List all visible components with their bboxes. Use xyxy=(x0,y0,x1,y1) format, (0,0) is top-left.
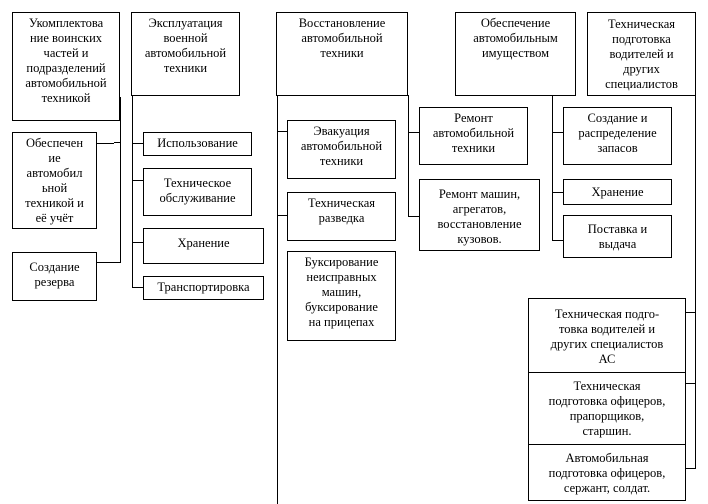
connector xyxy=(96,143,114,144)
box-operation: Эксплуатация военной автомобильной техни… xyxy=(131,12,240,96)
box-driver-training: Техническая подго- товка водителей и дру… xyxy=(528,298,686,373)
box-officer-tech-training: Техническая подготовка офицеров, прапорщ… xyxy=(528,372,686,445)
connector xyxy=(685,468,695,469)
connector xyxy=(96,262,121,263)
box-usage: Использование xyxy=(143,132,252,156)
box-property-storage: Хранение xyxy=(563,179,672,205)
box-staffing: Укомплектова ние воинских частей и подра… xyxy=(12,12,120,121)
box-training: Техническая подготовка водителей и други… xyxy=(587,12,696,96)
connector xyxy=(132,287,143,288)
connector xyxy=(408,132,419,133)
connector xyxy=(120,97,121,263)
connector xyxy=(695,95,696,469)
connector xyxy=(132,242,143,243)
box-stock-creation: Создание и распределение запасов xyxy=(563,107,672,165)
connector xyxy=(132,143,143,144)
box-automotive-training: Автомобильная подготовка офицеров, сержа… xyxy=(528,444,686,501)
connector xyxy=(685,383,695,384)
box-vehicle-repair: Ремонт автомобильной техники xyxy=(419,107,528,165)
connector xyxy=(277,95,278,504)
connector xyxy=(277,131,287,132)
connector xyxy=(552,240,563,241)
connector xyxy=(408,216,419,217)
box-storage: Хранение xyxy=(143,228,264,264)
connector xyxy=(132,95,133,288)
connector xyxy=(114,142,121,143)
connector xyxy=(552,192,563,193)
box-delivery: Поставка и выдача xyxy=(563,215,672,258)
connector xyxy=(408,95,409,217)
box-reserve: Создание резерва xyxy=(12,252,97,301)
connector xyxy=(132,180,143,181)
box-tech-reconnaissance: Техническая разведка xyxy=(287,192,396,241)
box-restoration: Восстановление автомобильной техники xyxy=(276,12,408,96)
box-transport: Транспортировка xyxy=(143,276,264,300)
connector xyxy=(685,312,695,313)
box-evacuation: Эвакуация автомобильной техники xyxy=(287,120,396,179)
box-towing: Буксирование неисправных машин, буксиров… xyxy=(287,251,396,341)
box-vehicle-provision: Обеспечен ие автомобил ьной техникой и е… xyxy=(12,132,97,229)
box-machine-repair: Ремонт машин, агрегатов, восстановление … xyxy=(419,179,540,251)
connector xyxy=(277,215,287,216)
box-property-supply: Обеспечение автомобильным имуществом xyxy=(455,12,576,96)
box-maintenance: Техническое обслуживание xyxy=(143,168,252,216)
connector xyxy=(552,95,553,241)
connector xyxy=(552,132,563,133)
